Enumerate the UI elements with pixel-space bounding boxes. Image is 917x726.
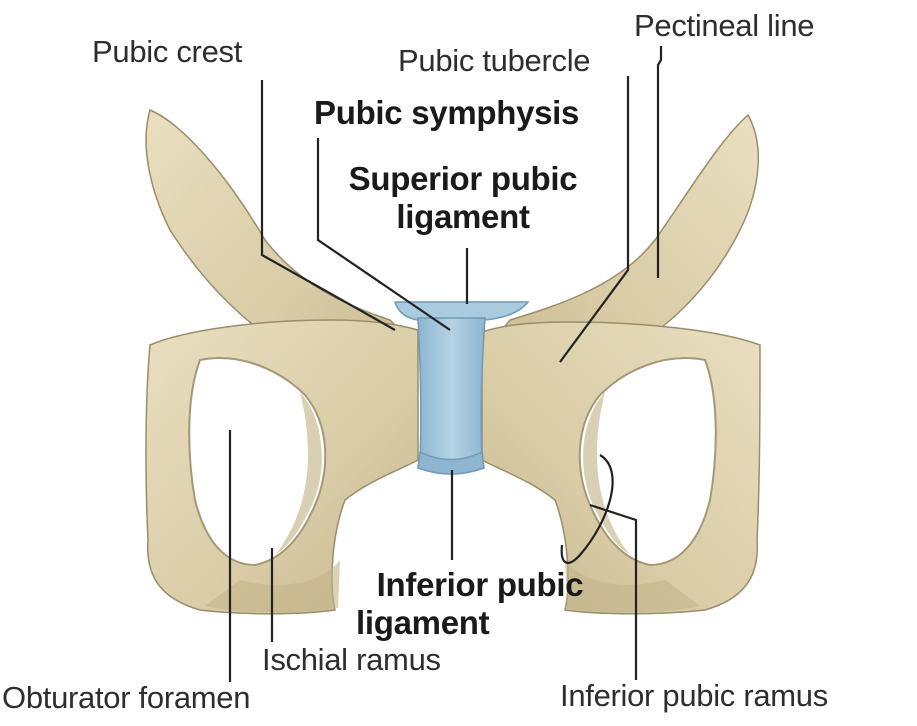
label-superior-pubic-ligament-line2: ligament	[318, 198, 608, 236]
label-pubic-crest: Pubic crest	[92, 34, 242, 70]
label-pectineal-line: Pectineal line	[634, 8, 814, 44]
label-pubic-symphysis: Pubic symphysis	[314, 94, 579, 132]
label-pubic-tubercle: Pubic tubercle	[398, 43, 590, 79]
label-superior-pubic-ligament: Superior pubic ligament	[318, 160, 608, 236]
label-superior-pubic-ligament-line1: Superior pubic	[318, 160, 608, 198]
label-ischial-ramus: Ischial ramus	[262, 642, 441, 678]
label-inferior-pubic-ramus: Inferior pubic ramus	[560, 678, 828, 714]
label-inferior-pubic-ligament-line1: Inferior pubic	[345, 566, 615, 604]
pubic-symphysis-disc	[418, 318, 485, 460]
label-obturator-foramen: Obturator foramen	[2, 680, 250, 716]
label-inferior-pubic-ligament-line2: ligament	[345, 604, 615, 642]
label-inferior-pubic-ligament: Inferior pubic ligament	[345, 566, 615, 642]
